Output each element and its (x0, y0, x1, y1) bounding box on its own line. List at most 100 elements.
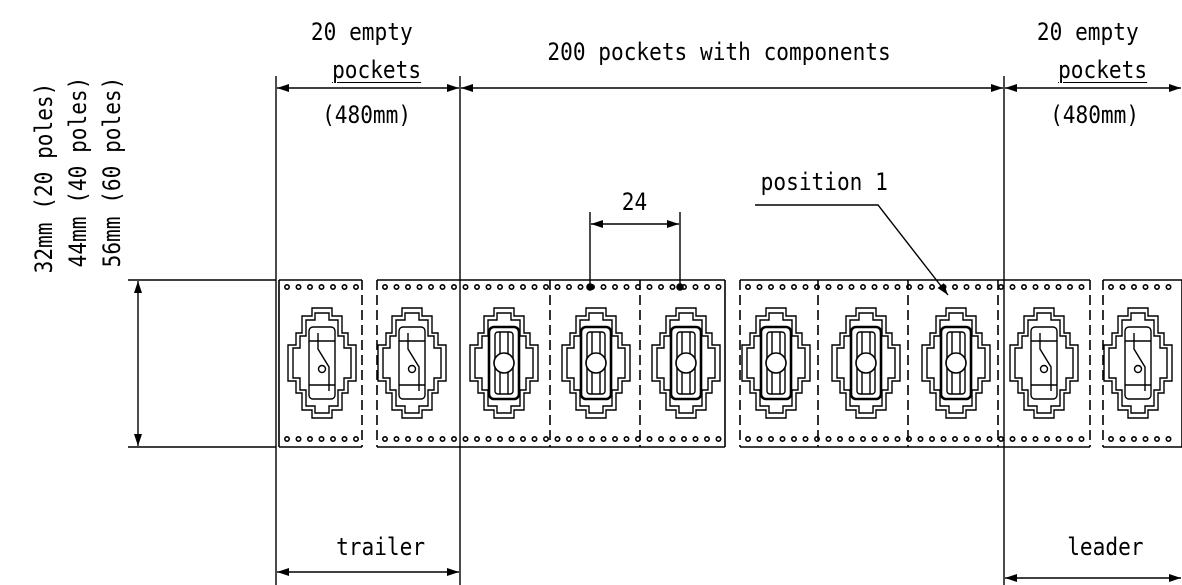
sprocket-hole (531, 435, 538, 442)
sprocket-hole (565, 283, 572, 290)
pocket-outline (561, 307, 631, 419)
sprocket-hole (1142, 283, 1149, 290)
sprocket-hole (473, 283, 480, 290)
sprocket-hole (917, 283, 924, 290)
sprocket-hole (669, 435, 676, 442)
sprocket-hole (802, 283, 809, 290)
pocket-inner-outline (474, 312, 534, 414)
empty-pockets-right-line3: (480mm) (1050, 101, 1140, 129)
pocket-outline (1009, 307, 1079, 419)
sprocket-hole (577, 283, 584, 290)
sprocket-hole (508, 435, 515, 442)
sprocket-hole (1044, 283, 1051, 290)
component-body (487, 325, 521, 401)
pocket-inner-outline (746, 312, 806, 414)
sprocket-hole (352, 435, 359, 442)
sprocket-hole (542, 283, 549, 290)
sprocket-hole (473, 435, 480, 442)
sprocket-hole (917, 435, 924, 442)
sprocket-hole (1165, 435, 1172, 442)
sprocket-hole (283, 435, 290, 442)
sprocket-hole (882, 435, 889, 442)
sprocket-hole (871, 283, 878, 290)
sprocket-hole (744, 435, 751, 442)
sprocket-hole (485, 283, 492, 290)
component-body (939, 325, 973, 401)
sprocket-hole (1067, 283, 1074, 290)
pocket-with-component (921, 307, 991, 419)
sprocket-hole (416, 283, 423, 290)
sprocket-hole (623, 435, 630, 442)
sprocket-hole (1154, 283, 1161, 290)
component-pin-hole (493, 352, 515, 374)
pocket-outline (651, 307, 721, 419)
sprocket-hole (1119, 283, 1126, 290)
sprocket-hole (657, 283, 664, 290)
component-pin-hole (765, 352, 787, 374)
sprocket-hole (974, 283, 981, 290)
tape-width-56mm-label: 56mm (60 poles) (98, 76, 126, 268)
sprocket-hole (692, 283, 699, 290)
component-pin-hole (585, 352, 607, 374)
sprocket-hole (623, 283, 630, 290)
empty-pockets-right-line2: pockets (1058, 56, 1148, 84)
pocket-empty (1009, 307, 1079, 419)
sprocket-hole (767, 283, 774, 290)
leader-label: leader (1067, 533, 1144, 561)
sprocket-hole (611, 283, 618, 290)
empty-cavity (1124, 326, 1152, 400)
sprocket-hole (657, 435, 664, 442)
sprocket-hole (588, 435, 595, 442)
sprocket-hole (393, 283, 400, 290)
component-body (579, 325, 613, 401)
sprocket-hole (283, 283, 290, 290)
sprocket-hole (680, 435, 687, 442)
sprocket-hole (508, 283, 515, 290)
sprocket-hole (519, 435, 526, 442)
pocket-outline (741, 307, 811, 419)
sprocket-hole (825, 435, 832, 442)
sprocket-hole (381, 283, 388, 290)
pocket-empty (287, 307, 357, 419)
sprocket-hole (986, 283, 993, 290)
sprocket-hole (1009, 435, 1016, 442)
pocket-inner-outline (292, 312, 352, 414)
sprocket-hole (1131, 283, 1138, 290)
sprocket-hole (974, 435, 981, 442)
pocket-outline (831, 307, 901, 419)
sprocket-hole (306, 435, 313, 442)
position-1-label: position 1 (760, 168, 888, 196)
cavity-hole (317, 364, 327, 374)
component-pin-hole (945, 352, 967, 374)
sprocket-hole (882, 283, 889, 290)
empty-cavity (308, 326, 336, 400)
pocket-outline (921, 307, 991, 419)
pocket-outline (287, 307, 357, 419)
empty-cavity (398, 326, 426, 400)
sprocket-hole (485, 435, 492, 442)
sprocket-hole (848, 283, 855, 290)
cavity-rib (317, 333, 330, 391)
pitch-label: 24 (621, 188, 648, 216)
sprocket-hole (329, 283, 336, 290)
pockets (287, 307, 1173, 419)
sprocket-hole (352, 283, 359, 290)
sprocket-hole (703, 435, 710, 442)
sprocket-hole (295, 435, 302, 442)
sprocket-hole (813, 283, 820, 290)
cavity-hole (1039, 364, 1049, 374)
sprocket-hole (462, 435, 469, 442)
sprocket-hole (1142, 435, 1149, 442)
sprocket-hole (404, 435, 411, 442)
sprocket-hole (779, 435, 786, 442)
sprocket-hole (963, 283, 970, 290)
sprocket-hole (825, 283, 832, 290)
sprocket-hole (611, 435, 618, 442)
empty-cavity (1030, 326, 1058, 400)
cavity-rib (407, 333, 420, 391)
sprocket-hole (496, 283, 503, 290)
sprocket-hole (1067, 435, 1074, 442)
sprocket-hole (928, 435, 935, 442)
sprocket-hole (1055, 283, 1062, 290)
sprocket-hole (940, 435, 947, 442)
